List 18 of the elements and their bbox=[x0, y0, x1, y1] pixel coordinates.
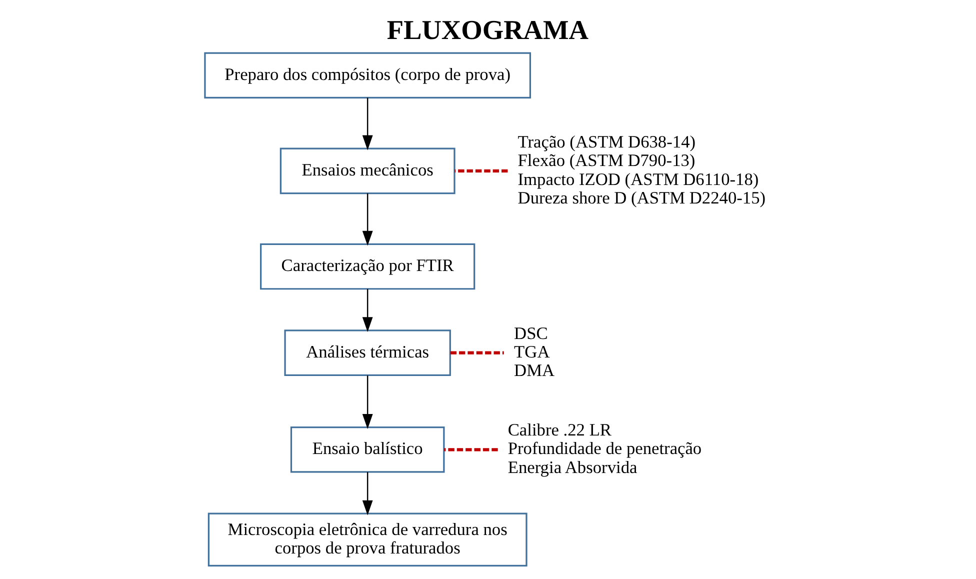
arrow bbox=[362, 472, 373, 516]
connector bbox=[444, 448, 498, 452]
arrow bbox=[362, 193, 373, 246]
node-box: Ensaio balístico bbox=[290, 426, 445, 473]
node-text: Tração (ASTM D638-14) Flexão (ASTM D790-13) Impacto IZOD (ASTM D6110-18) Dureza shore D (ASTM D2240-15) bbox=[518, 132, 766, 208]
node-box: Caracterização por FTIR bbox=[260, 243, 476, 290]
node-text: DSC TGA DMA bbox=[514, 324, 555, 380]
connector bbox=[454, 169, 508, 172]
node-text: Calibre .22 LR Profundidade de penetração Energia Absorvida bbox=[508, 420, 702, 477]
arrow bbox=[362, 98, 373, 150]
node-box: Microscopia eletrônica de varredura nos corpos de prova fraturados bbox=[208, 512, 528, 567]
diagram-title: FLUXOGRAMA bbox=[386, 14, 589, 45]
arrow bbox=[362, 288, 373, 332]
arrow bbox=[362, 375, 373, 429]
node-box: Preparo dos compósitos (corpo de prova) bbox=[204, 52, 532, 99]
connector bbox=[450, 351, 504, 354]
node-box: Análises térmicas bbox=[284, 330, 451, 376]
node-box: Ensaios mecânicos bbox=[280, 148, 456, 194]
